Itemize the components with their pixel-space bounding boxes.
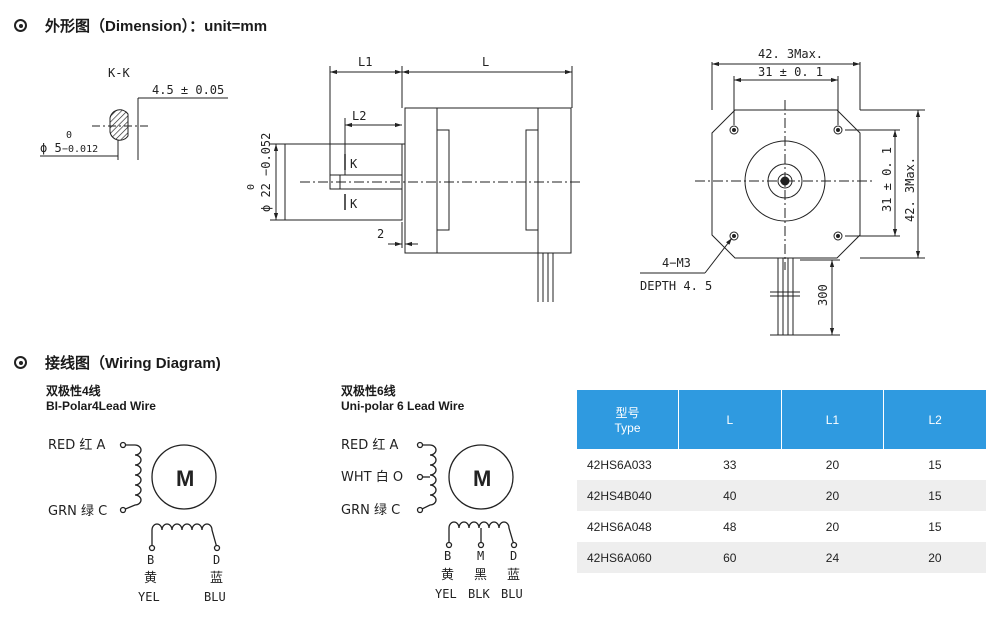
- cell-type: 42HS6A060: [577, 542, 679, 573]
- header-l1: L1: [781, 390, 885, 449]
- table-row: 42HS6A048 48 20 15: [577, 511, 986, 542]
- unipolar-wht-label: WHT 白 O: [341, 469, 403, 485]
- cell-type: 42HS6A033: [587, 457, 652, 472]
- bipolar-b-en: YEL: [138, 590, 160, 604]
- bipolar-title-cn: 双极性4线: [46, 384, 101, 398]
- bipolar-b-cn: 黄: [144, 571, 157, 586]
- bipolar-diagram: M RED 红 A GRN 绿 C B D 黄 蓝 YEL BLU: [48, 437, 226, 604]
- bullet-icon: [14, 356, 27, 369]
- cell-l1: 20: [825, 457, 840, 472]
- spec-table: 型号 Type L L1 L2 42HS6A033 33 20 15 42HS4…: [577, 390, 986, 573]
- cell-l1: 24: [781, 542, 884, 573]
- section-kk-label: K-K: [108, 66, 130, 80]
- width-outer: 42. 3Max.: [758, 47, 823, 61]
- unipolar-title-en: Uni-polar 6 Lead Wire: [341, 399, 465, 413]
- cell-l2: 15: [928, 457, 942, 472]
- cell-l2: 15: [928, 519, 942, 534]
- cell-l1: 20: [825, 519, 840, 534]
- dimension-heading-text: 外形图（Dimension）：unit=mm: [45, 18, 268, 35]
- bipolar-d-en: BLU: [204, 590, 226, 604]
- front-view: 42. 3Max. 31 ± 0. 1 31 ± 0. 1 42. 3Max. …: [640, 47, 925, 336]
- boss-tol-upper: 0: [246, 184, 257, 190]
- section-kk-view: K-K 4.5 ± 0.05 ϕ 5 0 −0.012: [40, 66, 228, 160]
- unipolar-m-cn: 黑: [474, 568, 487, 583]
- unipolar-motor-label: M: [473, 466, 491, 491]
- flat-tolerance: 4.5 ± 0.05: [152, 83, 224, 97]
- bullet-icon: [14, 19, 27, 32]
- unipolar-grn-label: GRN 绿 C: [341, 503, 400, 518]
- shaft-tol-lower: −0.012: [62, 144, 98, 155]
- height-hole: 31 ± 0. 1: [880, 147, 894, 212]
- table-row: 42HS6A060 60 24 20: [577, 542, 986, 573]
- dim-2: 2: [377, 227, 384, 241]
- unipolar-red-label: RED 红 A: [341, 437, 399, 453]
- bipolar-d-label: D: [213, 553, 220, 567]
- cell-l: 60: [678, 542, 782, 573]
- unipolar-b-cn: 黄: [441, 568, 454, 583]
- unipolar-title: 双极性6线 Uni-polar 6 Lead Wire: [341, 384, 464, 414]
- bipolar-title: 双极性4线 BI-Polar4Lead Wire: [46, 384, 156, 414]
- wiring-heading-text: 接线图（Wiring Diagram): [45, 355, 221, 372]
- unipolar-m-en: BLK: [468, 587, 490, 601]
- bipolar-d-cn: 蓝: [210, 571, 223, 586]
- boss-tol-lower: −0.052: [259, 133, 273, 176]
- side-view: L1 L L2 K K ϕ 22 0 −0.052 2: [246, 55, 580, 302]
- bipolar-title-en: BI-Polar4Lead Wire: [46, 399, 156, 413]
- cell-type: 42HS6A048: [587, 519, 652, 534]
- unipolar-d-cn: 蓝: [507, 568, 520, 583]
- depth-callout: DEPTH 4. 5: [640, 279, 712, 293]
- cell-l: 33: [723, 457, 737, 472]
- bipolar-grn-label: GRN 绿 C: [48, 504, 107, 519]
- unipolar-b-en: YEL: [435, 587, 457, 601]
- dim-l2: L2: [352, 109, 366, 123]
- unipolar-m-label: M: [477, 549, 484, 563]
- bipolar-b-label: B: [147, 553, 154, 567]
- width-hole: 31 ± 0. 1: [758, 65, 823, 79]
- bipolar-red-label: RED 红 A: [48, 437, 106, 453]
- cell-l: 48: [723, 519, 737, 534]
- cell-l: 40: [678, 480, 782, 511]
- unipolar-b-label: B: [444, 549, 451, 563]
- cell-l1: 20: [781, 480, 884, 511]
- shaft-tol-upper: 0: [66, 130, 72, 141]
- header-l: L: [678, 390, 782, 449]
- unipolar-title-cn: 双极性6线: [341, 384, 396, 398]
- header-l2: L2: [883, 390, 986, 449]
- unipolar-diagram: M RED 红 A WHT 白 O GRN 绿 C B M D 黄 黑 蓝 YE…: [341, 437, 523, 601]
- spec-table-header: 型号 Type L L1 L2: [577, 390, 986, 449]
- cell-type: 42HS4B040: [577, 480, 679, 511]
- bipolar-motor-label: M: [176, 466, 194, 491]
- thread-callout: 4−M3: [662, 256, 691, 270]
- table-row: 42HS4B040 40 20 15: [577, 480, 986, 511]
- table-row: 42HS6A033 33 20 15: [577, 449, 986, 480]
- unipolar-d-label: D: [510, 549, 517, 563]
- lead-length: 300: [816, 284, 830, 306]
- section-mark-bottom: K: [350, 197, 358, 211]
- header-type-en: Type: [614, 421, 641, 435]
- header-type: 型号 Type: [577, 390, 679, 449]
- unipolar-d-en: BLU: [501, 587, 523, 601]
- dim-l: L: [482, 55, 489, 69]
- dimension-heading: 外形图（Dimension）：unit=mm: [14, 15, 267, 36]
- cell-l2: 20: [883, 542, 986, 573]
- section-mark-top: K: [350, 157, 358, 171]
- shaft-diameter: ϕ 5: [40, 141, 62, 155]
- wiring-heading: 接线图（Wiring Diagram): [14, 352, 221, 373]
- cell-l2: 15: [883, 480, 986, 511]
- boss-diameter: ϕ 22: [259, 183, 273, 212]
- dim-l1: L1: [358, 55, 372, 69]
- height-outer: 42. 3Max.: [903, 157, 917, 222]
- header-type-cn: 型号: [615, 406, 640, 420]
